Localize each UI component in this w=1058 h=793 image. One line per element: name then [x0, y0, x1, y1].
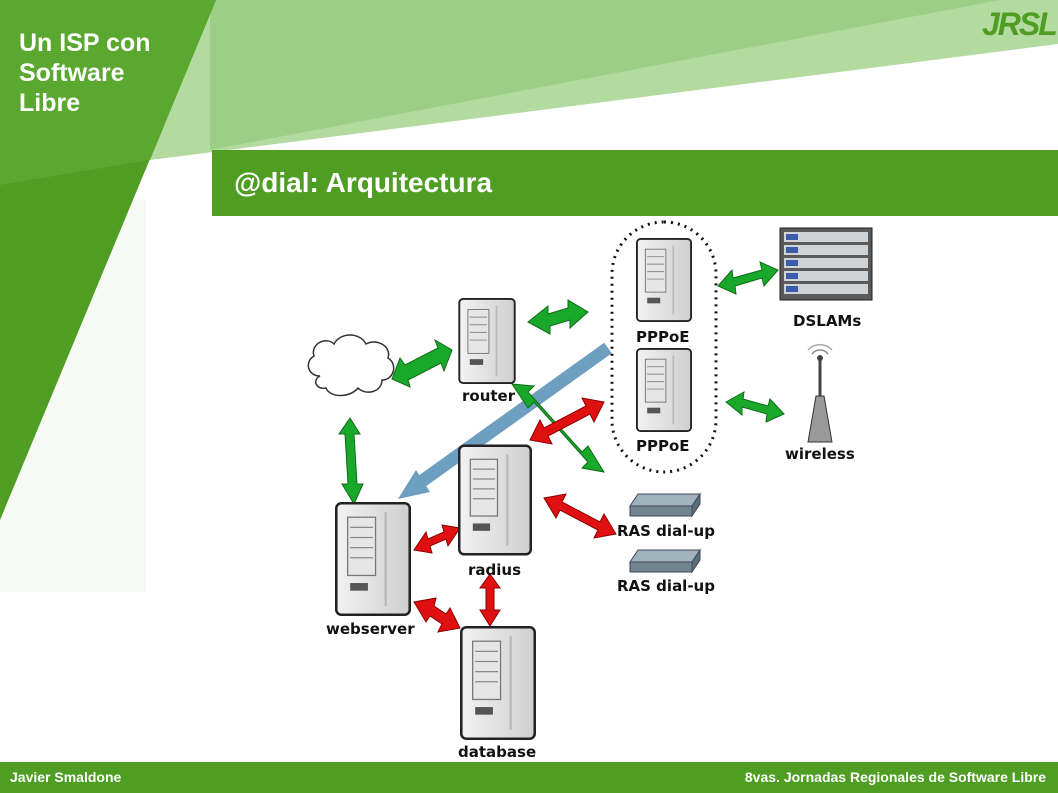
- radius-server-icon: [458, 444, 532, 556]
- green-arrow-pppoe-dslams: [717, 261, 779, 295]
- wireless-antenna-icon: [807, 343, 833, 443]
- red-arrow-radius-database: [479, 573, 501, 627]
- logo-text: JRSL: [982, 6, 1058, 42]
- ras-bottom-device-icon: [629, 548, 701, 574]
- jrsl-logo: JRSL: [980, 4, 1058, 44]
- slide-title: @dial: Arquitectura: [234, 167, 493, 198]
- green-arrow-pppoe-wireless: [725, 391, 785, 423]
- label-pppoe-bottom: PPPoE: [636, 437, 690, 455]
- database-server-icon: [460, 626, 536, 740]
- pppoe-top-server-icon: [636, 237, 692, 323]
- cloud-icon: [307, 334, 395, 397]
- pppoe-bottom-server-icon: [636, 347, 692, 433]
- footer-bar: Javier Smaldone 8vas. Jornadas Regionale…: [0, 762, 1058, 793]
- corner-green-highlight: [0, 0, 216, 185]
- red-arrow-webserver-database: [413, 597, 461, 633]
- label-pppoe-top: PPPoE: [636, 328, 690, 346]
- corner-title-line-2: Software: [19, 59, 125, 87]
- label-database: database: [458, 743, 536, 761]
- label-radius: radius: [468, 561, 521, 579]
- label-router: router: [462, 387, 516, 405]
- architecture-diagram: router PPPoE PPPoE DSLAMs wireless radiu…: [307, 220, 873, 761]
- title-bar: @dial: Arquitectura: [212, 150, 1058, 216]
- red-arrow-webserver-radius: [413, 524, 461, 554]
- footer-author: Javier Smaldone: [10, 769, 122, 785]
- green-arrow-router-pppoe: [527, 299, 589, 335]
- label-wireless: wireless: [785, 445, 855, 463]
- router-server-icon: [458, 298, 516, 384]
- pppoe-group-outline: [610, 220, 718, 474]
- corner-title-line-1: Un ISP con: [19, 29, 151, 57]
- label-ras-top: RAS dial-up: [617, 522, 715, 540]
- red-arrow-radius-ras: [543, 493, 617, 539]
- ras-top-device-icon: [629, 492, 701, 518]
- green-arrow-cloud-router: [391, 338, 453, 388]
- corner-title: Un ISP con Software Libre: [19, 28, 179, 118]
- blue-arrow-pppoe-webserver: [398, 342, 612, 499]
- webserver-server-icon: [334, 502, 412, 616]
- footer-event: 8vas. Jornadas Regionales de Software Li…: [744, 769, 1046, 785]
- mid-green-band: [210, 0, 1000, 150]
- label-dslams: DSLAMs: [793, 312, 861, 330]
- red-arrow-radius-pppoe: [529, 397, 605, 445]
- green-arrow-cloud-webserver: [338, 417, 364, 506]
- dslam-rack-icon: [779, 227, 873, 301]
- corner-title-line-3: Libre: [19, 89, 81, 117]
- label-ras-bottom: RAS dial-up: [617, 577, 715, 595]
- label-webserver: webserver: [326, 620, 415, 638]
